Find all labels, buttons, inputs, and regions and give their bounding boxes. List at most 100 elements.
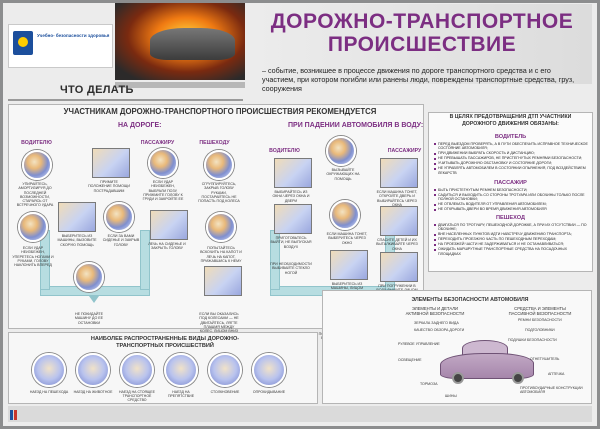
footer-strip	[8, 406, 592, 422]
emblem-icon	[13, 31, 33, 55]
list-item: ПЕРЕХОДИТЬ ПРОЕЗЖУЮ ЧАСТЬ ПО ПЕШЕХОДНЫМ …	[434, 237, 588, 241]
accident-type-label: ОПРОКИДЫВАНИЕ	[252, 390, 286, 394]
col-water-passenger: ПАССАЖИРУ	[387, 148, 422, 154]
obligations-passenger-heading: ПАССАЖИР	[494, 180, 527, 186]
passive-element: АПТЕЧКА	[548, 372, 565, 376]
passenger-head-illustration	[148, 148, 178, 178]
passenger-obligations: БЫТЬ ПРИСТЕГНУТЫМ РЕМНЕМ БЕЗОПАСНОСТИ; С…	[434, 188, 588, 212]
list-item: ДВИГАТЬСЯ ПО ТРОТУАРУ, ПЕШЕХОДНОЙ ДОРОЖК…	[434, 223, 588, 232]
accident-type-label: НАЕЗД НА ПРЕПЯТСТВИЕ	[167, 390, 195, 399]
logo-text: Учебно- безопасности здоровья	[37, 33, 110, 38]
parked-vehicle-hit-illustration	[120, 353, 154, 387]
face-up-illustration	[330, 250, 368, 280]
obligations-title: В ЦЕЛЯХ ПРЕДОТВРАЩЕНИЯ ДТП УЧАСТНИКИ ДОР…	[449, 114, 572, 127]
pedestrian-obligations: ДВИГАТЬСЯ ПО ТРОТУАРУ, ПЕШЕХОДНОЙ ДОРОЖК…	[434, 223, 588, 257]
arrow-down-icon	[89, 296, 99, 303]
color-marker	[14, 410, 17, 420]
road-caption: СГРУППИРУЙТЕСЬ, ЗАКРЫВ ГОЛОВУ РУКАМИ, ПО…	[198, 182, 240, 204]
accident-type-label: НАЕЗД НА СТОЯЩЕЕ ТРАНСПОРТНОЕ СРЕДСТВО	[119, 390, 155, 403]
list-item: ВНЕ НАСЕЛЕННЫХ ПУНКТОВ ИДТИ НАВСТРЕЧУ ДВ…	[434, 232, 588, 236]
section-what-to-do: ЧТО ДЕЛАТЬ	[60, 84, 134, 96]
driver-brace-illustration	[22, 150, 52, 180]
passenger-brace-illustration	[92, 148, 130, 178]
water-caption: ЕСЛИ МАШИНА ТОНЕТ, ОТКРОЙТЕ ДВЕРЬ И ВЫБИ…	[376, 190, 418, 207]
rollover-illustration	[252, 353, 286, 387]
obligations-panel	[428, 112, 593, 272]
water-caption: ВЫЗЫВАЙТЕ ОКРУЖАЮЩИХ НА ПОМОЩЬ	[326, 168, 360, 181]
sinking-car-illustration	[274, 204, 312, 234]
water-driver-illustration	[274, 158, 312, 188]
list-item: ПЕРЕД ВЫЕЗДОМ ПРОВЕРЯТЬ, А В ПУТИ ОБЕСПЕ…	[434, 142, 588, 151]
active-element: РУЛЕВОЕ УПРАВЛЕНИЕ	[398, 342, 440, 346]
active-element: КАЧЕСТВО ОБЗОРА ДОРОГИ	[414, 328, 465, 332]
title-background	[252, 4, 592, 84]
road-caption: ЕСЛИ ВЫ ОКАЗАЛИСЬ ПОД КОЛЕСАМИ — НЕ ДВИГ…	[199, 312, 239, 333]
road-caption: ВЫБЕРИТЕСЬ ИЗ МАШИНЫ, ВЫЗОВИТЕ СКОРУЮ ПО…	[57, 234, 97, 247]
passive-element: РЕМНИ БЕЗОПАСНОСТИ	[518, 318, 562, 322]
pedestrian-group-illustration	[204, 150, 234, 180]
road-caption: НЕ ПОКИДАЙТЕ МАШИНУ ДО ЕЕ ОСТАНОВКИ	[74, 312, 104, 325]
wheel-icon	[452, 372, 464, 384]
on-road-heading: НА ДОРОГЕ:	[118, 122, 162, 129]
road-caption: ЕСЛИ УДАР НЕИЗБЕЖЕН, УПЕРЕТЕСЬ НОГАМИ И …	[12, 246, 54, 268]
water-caption: ПРИГОТОВЬТЕСЬ ВЫЙТИ, НЕ ВЫПУСКАЯ ВОЗДУХ	[270, 236, 312, 249]
lie-seat-illustration	[150, 210, 188, 240]
road-caption: ЕСЛИ УДАР НЕИЗБЕЖЕН, ВЫБРАЛИ ПОЗУ, ПРИЖМ…	[142, 180, 184, 202]
under-wheels-illustration	[204, 266, 242, 296]
accident-type-label: НАЕЗД НА ЖИВОТНОЕ	[73, 390, 113, 394]
list-item: НА ПРОЕЗЖЕЙ ЧАСТИ НЕ ЗАДЕРЖИВАТЬСЯ И НЕ …	[434, 242, 588, 246]
animal-hit-illustration	[76, 353, 110, 387]
wheel-icon	[512, 372, 524, 384]
feet-brace-illustration	[18, 212, 48, 242]
passive-element: ОГНЕТУШИТЕЛЬ	[530, 357, 560, 361]
active-element: ШИНЫ	[445, 394, 457, 398]
passive-element: ПРОТИВОУДАРНЫЕ КОНСТРУКЦИИ АВТОМОБИЛЯ	[520, 386, 583, 395]
pedestrian-hit-illustration	[32, 353, 66, 387]
active-safety-heading: ЭЛЕМЕНТЫ И ДЕТАЛИ АКТИВНОЙ БЕЗОПАСНОСТИ	[405, 306, 465, 316]
list-item: НЕ ОТВЛЕКАТЬ ВОДИТЕЛЯ ОТ УПРАВЛЕНИЯ АВТО…	[434, 202, 588, 206]
passive-element: ПОДГОЛОВНИКИ	[525, 328, 555, 332]
exit-car-illustration	[58, 202, 96, 232]
obligations-pedestrian-heading: ПЕШЕХОД	[496, 215, 525, 221]
road-caption: ПОПЫТАЙТЕСЬ ВСКОЧИТЬ НА КАПОТ И ЛЕЧЬ НА …	[200, 246, 242, 263]
road-caption: ЕСЛИ ЗА ВАМИ СИДЕНЬЕ И ЗАКРЫВ ГОЛОВУ	[102, 234, 140, 247]
stay-in-car-illustration	[74, 262, 104, 292]
safety-elements-panel	[322, 290, 592, 404]
color-marker	[10, 410, 13, 420]
obligations-driver-heading: ВОДИТЕЛЬ	[494, 134, 527, 140]
active-element: ОСВЕЩЕНИЕ	[398, 358, 422, 362]
photo-divider	[115, 82, 245, 88]
seat-illustration	[104, 202, 134, 232]
col-driver: ВОДИТЕЛЮ	[21, 140, 52, 146]
flow-arrow	[140, 230, 150, 290]
poster-title: ДОРОЖНО-ТРАНСПОРТНОЕ ПРОИСШЕСТВИЕ	[270, 10, 574, 56]
car-roof	[462, 340, 508, 356]
list-item: ОЖИДАТЬ МАРШРУТНЫЕ ТРАНСПОРТНЫЕ СРЕДСТВА…	[434, 247, 588, 256]
list-item: НЕ УПРАВЛЯТЬ АВТОМОБИЛЕМ В СОСТОЯНИИ ОПЬ…	[434, 166, 588, 175]
section-divider	[8, 99, 243, 101]
passive-safety-heading: СРЕДСТВА И ЭЛЕМЕНТЫ ПАССИВНОЙ БЕЗОПАСНОС…	[508, 306, 572, 316]
jump-hood-illustration	[206, 212, 236, 242]
water-caption: СПАСИТЕ ДЕТЕЙ И ИХ ВЫТАЛКИВАЙТЕ ЧЕРЕЗ ОК…	[376, 238, 418, 251]
recommendations-heading: УЧАСТНИКАМ ДОРОЖНО-ТРАНСПОРТНОГО ПРОИСШЕ…	[63, 107, 377, 116]
collision-illustration	[208, 353, 242, 387]
list-item: НЕ ОТКРЫВАТЬ ДВЕРИ ВО ВРЕМЯ ДВИЖЕНИЯ АВТ…	[434, 207, 588, 211]
list-item: НЕ ПРЕВЫШАТЬ ПАССАЖИРОВ, НЕ ПРИСТЕГНУТЫХ…	[434, 156, 588, 160]
list-item: САДИТЬСЯ И ВЫХОДИТЬ СО СТОРОНЫ ТРОТУАРА …	[434, 193, 588, 202]
child-rescue-illustration	[380, 206, 418, 236]
water-caption: ВЫБИРАЙТЕСЬ ИЗ ОКНА ЧЕРЕЗ ОКНА И ДВЕРИ	[272, 190, 310, 203]
safety-elements-heading: ЭЛЕМЕНТЫ БЕЗОПАСНОСТИ АВТОМОБИЛЯ	[411, 297, 529, 303]
publisher-logo: Учебно- безопасности здоровья	[8, 24, 113, 68]
road-caption: ПРИМИТЕ ПОЛОЖЕНИЕ ПОМОЩИ ПОСТРАДАВШИМ	[88, 180, 130, 193]
accident-type-label: НАЕЗД НА ПЕШЕХОДА	[29, 390, 69, 394]
into-water-heading: ПРИ ПАДЕНИИ АВТОМОБИЛЯ В ВОДУ:	[288, 122, 424, 129]
road-caption: УПИРАЙТЕСЬ, АМОРТИЗИРУЯ ДО ПОСЛЕДНЕЙ ВОЗ…	[16, 182, 54, 208]
overturned-car-icon	[150, 28, 235, 60]
driver-obligations: ПЕРЕД ВЫЕЗДОМ ПРОВЕРЯТЬ, А В ПУТИ ОБЕСПЕ…	[434, 142, 588, 176]
water-caption: ПРИ НЕОБХОДИМОСТИ ВЫБИВАЙТЕ СТЕКЛО НОГОЙ	[270, 262, 312, 275]
definition-text: – событие, возникшее в процессе движения…	[262, 66, 575, 93]
list-item: УЧИТЫВАТЬ ДОРОЖНУЮ ОБСТАНОВКУ И СОСТОЯНИ…	[434, 161, 588, 165]
water-passenger-illustration	[380, 158, 418, 188]
list-item: БЫТЬ ПРИСТЕГНУТЫМ РЕМНЕМ БЕЗОПАСНОСТИ;	[434, 188, 588, 192]
